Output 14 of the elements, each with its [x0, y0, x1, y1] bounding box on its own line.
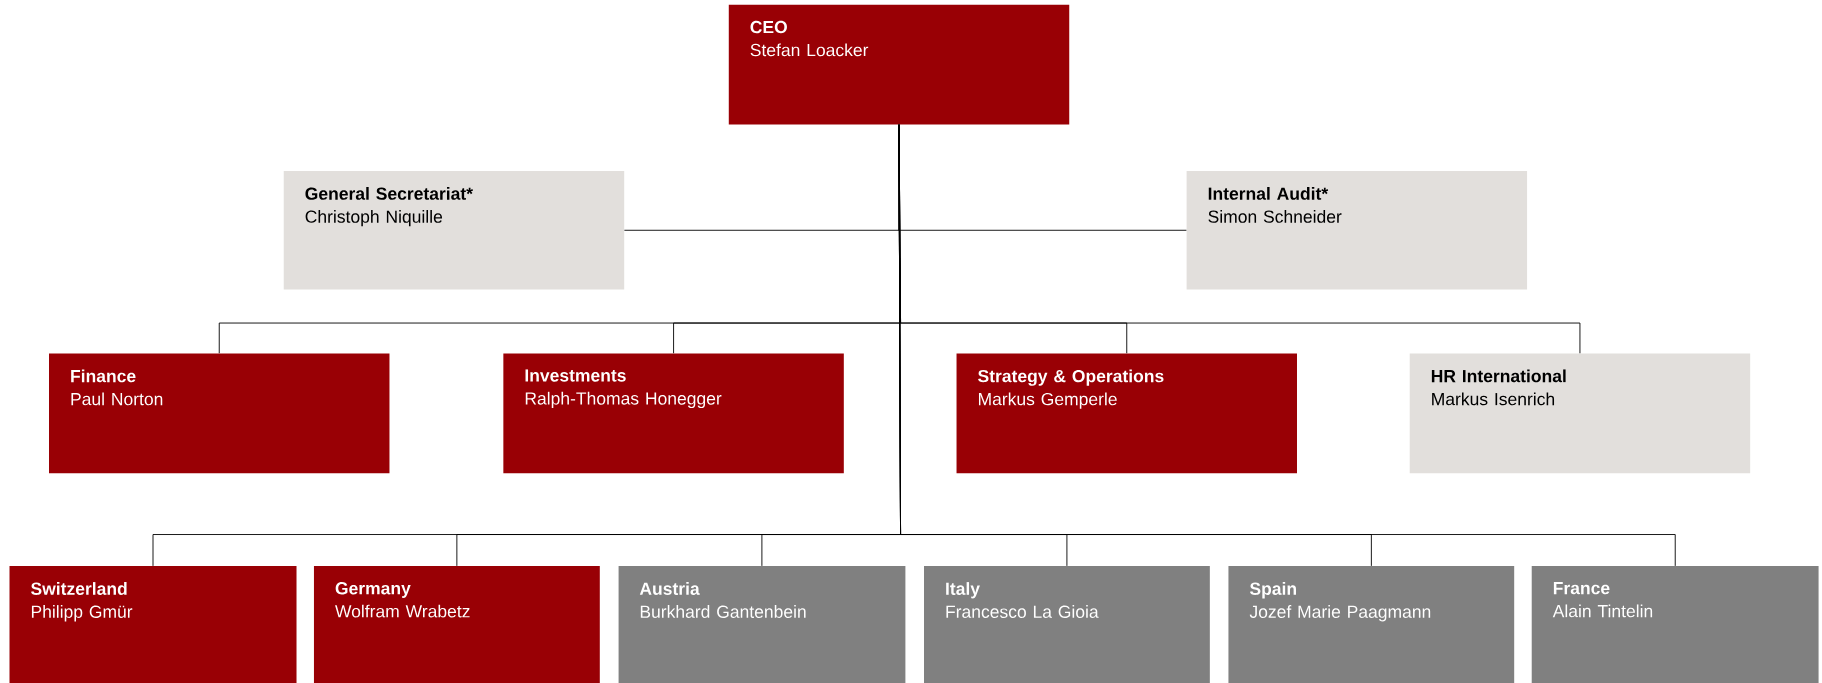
org-box: General Secretariat* Christoph Niquille	[283, 171, 625, 290]
org-box: Austria Burkhard Gantenbein	[618, 566, 906, 683]
org-box: Strategy & Operations Markus Gemperle	[956, 353, 1297, 474]
org-box: France Alain Tintelin	[1531, 566, 1819, 683]
org-box: CEO Stefan Loacker	[728, 4, 1070, 125]
org-box: Finance Paul Norton	[49, 353, 390, 474]
org-box: Internal Audit* Simon Schneider	[1186, 171, 1528, 290]
org-box: Italy Francesco La Gioia	[924, 566, 1210, 683]
org-box: Germany Wolfram Wrabetz	[313, 566, 600, 683]
org-box: HR International Markus Isenrich	[1409, 353, 1751, 474]
org-box: Switzerland Philipp Gmür	[9, 566, 297, 683]
org-box: Spain Jozef Marie Paagmann	[1228, 566, 1515, 683]
org-box: Investments Ralph-Thomas Honegger	[503, 353, 844, 474]
connector-line	[898, 124, 1676, 567]
